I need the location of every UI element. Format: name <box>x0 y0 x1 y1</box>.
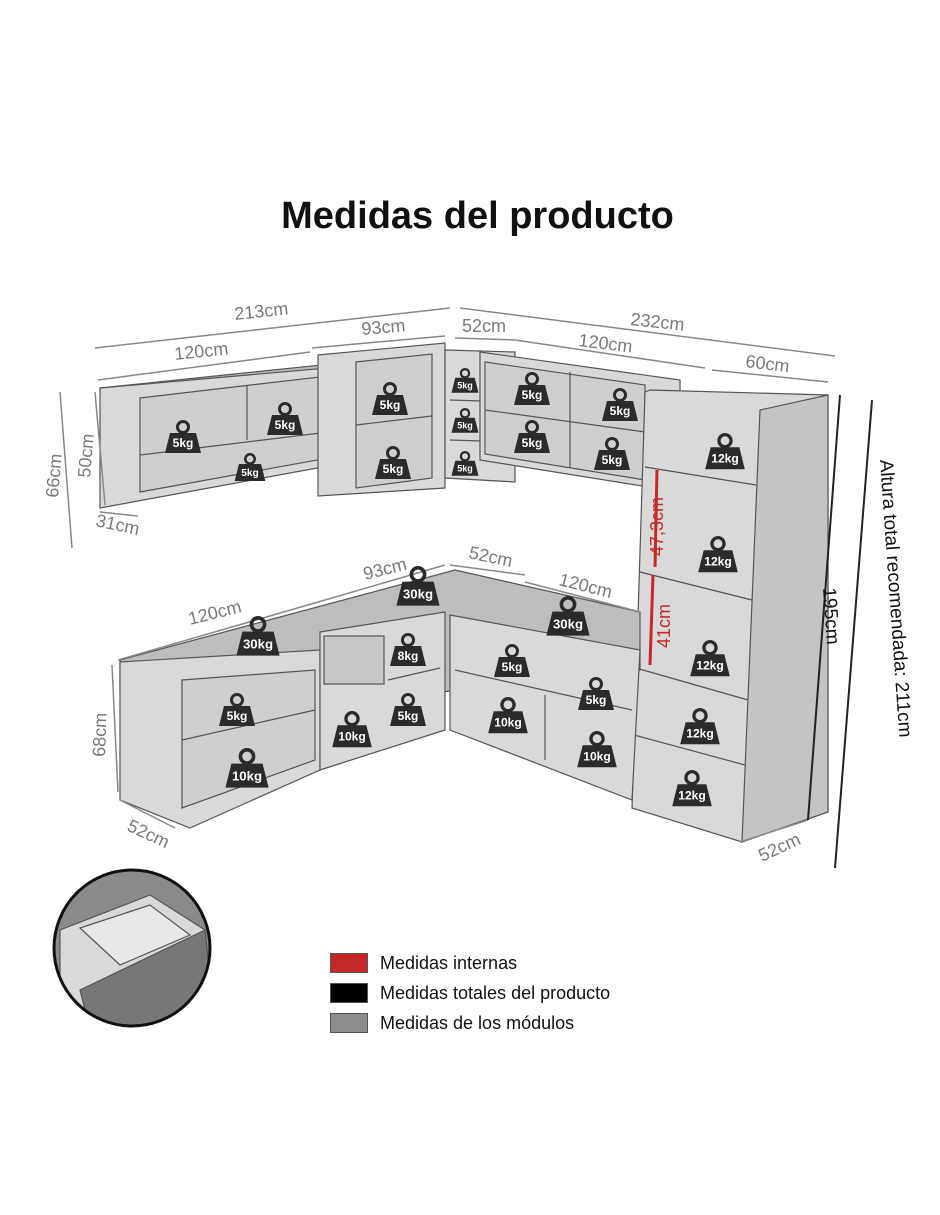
weight-labels: 5kg 5kg 5kg 5kg 5kg 5kg 5kg 5kg 5kg 5kg 5kg 5kg 12kg… <box>100 368 747 958</box>
weight-label: 12kg <box>686 727 714 741</box>
weight-badge-ul-2: 5kg <box>265 402 305 437</box>
weight-label: 10kg <box>232 768 262 783</box>
weight-badge-t-4: 12kg <box>678 708 722 746</box>
dim-tower-width: 60cm <box>745 351 791 376</box>
weight-label: 10kg <box>338 730 366 744</box>
weight-badge-t-2: 12kg <box>696 536 740 574</box>
legend-swatch-modules <box>330 1013 368 1033</box>
legend-item-internal: Medidas internas <box>330 948 610 978</box>
weight-label: 5kg <box>380 398 401 412</box>
weight-badge-ur-2: 5kg <box>600 388 640 423</box>
dim-upper-left-width: 120cm <box>173 338 229 364</box>
weight-badge-lm-1: 8kg <box>388 633 428 668</box>
weight-label: 5kg <box>586 693 607 707</box>
weight-badge-uc-3: 5kg <box>450 451 480 477</box>
dim-upper-right-width: 120cm <box>578 330 634 356</box>
legend-item-total: Medidas totales del producto <box>330 978 610 1008</box>
weight-label: 30kg <box>243 636 273 651</box>
weight-badge-lr-3: 10kg <box>486 697 530 735</box>
weight-badge-ur-3: 5kg <box>512 420 552 455</box>
weight-label: 5kg <box>398 709 419 723</box>
legend-label-total: Medidas totales del producto <box>380 982 611 1003</box>
dim-upper-height: 50cm <box>74 433 98 479</box>
weight-badge-ll-2: 10kg <box>330 711 374 749</box>
weight-label: 5kg <box>241 468 259 479</box>
tower-module <box>631 389 829 843</box>
weight-label: 5kg <box>522 436 543 450</box>
weight-label: 5kg <box>173 436 194 450</box>
weight-label: 12kg <box>704 555 732 569</box>
weight-label: 12kg <box>696 659 724 673</box>
page-title: Medidas del producto <box>281 195 674 237</box>
weight-badge-lm-2: 5kg <box>388 693 428 728</box>
weight-badge-lr-4: 10kg <box>575 731 619 769</box>
legend-item-modules: Medidas de los módulos <box>330 1008 610 1038</box>
dim-lower-height: 68cm <box>89 712 111 757</box>
dim-upper-total-left: 213cm <box>233 298 289 324</box>
dim-tower-height: 195cm <box>818 587 843 645</box>
weight-badge-top-r: 30kg <box>544 595 592 638</box>
weight-badge-ul-1: 5kg <box>163 420 203 455</box>
weight-badge-top-m: 30kg <box>394 565 442 608</box>
legend-swatch-internal <box>330 953 368 973</box>
weight-badge-t-3: 12kg <box>688 640 732 678</box>
weight-label: 30kg <box>403 586 433 601</box>
legend-label-internal: Medidas internas <box>380 952 518 973</box>
weight-label: 12kg <box>711 452 739 466</box>
weight-label: 5kg <box>602 453 623 467</box>
weight-label: 5kg <box>227 709 248 723</box>
weight-badge-um-1: 5kg <box>370 382 410 417</box>
dim-upper-height-total: 66cm <box>42 453 66 499</box>
dim-upper-mid-width: 93cm <box>361 315 407 339</box>
dim-upper-depth: 31cm <box>94 510 141 539</box>
weight-label: 5kg <box>457 463 473 473</box>
weight-label: 10kg <box>494 716 522 730</box>
legend-swatch-total <box>330 983 368 1003</box>
weight-label: 5kg <box>457 420 473 430</box>
dim-lower-mid-width: 93cm <box>361 554 409 584</box>
weight-badge-lr-2: 5kg <box>576 677 616 712</box>
weight-badge-ll-1: 5kg <box>217 693 257 728</box>
dim-upper-corner-width: 52cm <box>462 316 506 336</box>
dim-lower-corner-width: 52cm <box>467 542 514 571</box>
weight-badge-ll-3: 10kg <box>223 747 271 790</box>
weight-badge-ul-3: 5kg <box>233 452 267 483</box>
weight-badge-uc-1: 5kg <box>450 368 480 394</box>
weight-label: 5kg <box>383 462 404 476</box>
drawer-detail <box>52 868 212 1028</box>
weight-label: 5kg <box>522 388 543 402</box>
weight-label: 8kg <box>398 649 419 663</box>
weight-label: 5kg <box>457 380 473 390</box>
weight-badge-t-5: 12kg <box>670 770 714 808</box>
weight-badge-uc-2: 5kg <box>450 408 480 434</box>
weight-label: 10kg <box>583 750 611 764</box>
legend-label-modules: Medidas de los módulos <box>380 1012 575 1033</box>
weight-badge-ur-1: 5kg <box>512 372 552 407</box>
weight-badge-lr-1: 5kg <box>492 644 532 679</box>
dim-total-height: Altura total recomendada: 211cm <box>875 459 915 738</box>
dim-internal-upper: 47,3cm <box>647 497 667 556</box>
weight-label: 5kg <box>502 660 523 674</box>
weight-badge-ur-4: 5kg <box>592 437 632 472</box>
weight-badge-t-1: 12kg <box>703 432 747 471</box>
weight-label: 5kg <box>275 418 296 432</box>
weight-badge-top-l: 30kg <box>234 615 282 658</box>
weight-badge-um-2: 5kg <box>373 446 413 481</box>
dim-lower-left-width: 120cm <box>186 596 243 628</box>
weight-label: 5kg <box>610 404 631 418</box>
dim-lower-depth-left: 52cm <box>124 815 172 852</box>
internal-dimension-lines <box>648 469 659 666</box>
weight-label: 30kg <box>553 616 583 631</box>
legend: Medidas internas Medidas totales del pro… <box>330 948 610 1038</box>
dim-internal-lower: 41cm <box>654 604 674 648</box>
dimension-lines <box>59 307 873 869</box>
weight-label: 12kg <box>678 789 706 803</box>
